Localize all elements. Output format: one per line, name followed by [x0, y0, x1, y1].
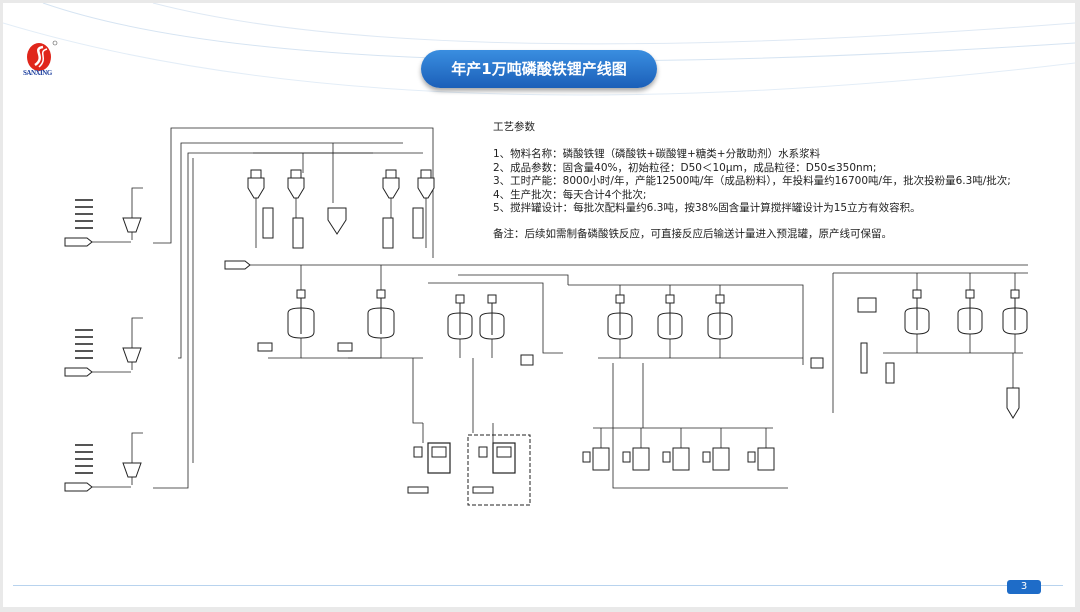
filter — [662, 451, 671, 463]
pipe — [612, 363, 788, 489]
motor — [455, 294, 465, 304]
feeding-station — [122, 462, 142, 478]
filter — [885, 362, 895, 384]
filter — [413, 446, 423, 458]
page-number: 3 — [1007, 580, 1041, 594]
filter — [478, 446, 488, 458]
sand-mill — [757, 447, 775, 471]
hopper — [287, 177, 305, 199]
cyclone — [412, 207, 424, 239]
heat-exchanger — [407, 486, 429, 494]
heat-exchanger — [472, 486, 494, 494]
filter — [702, 451, 711, 463]
hopper — [247, 177, 265, 199]
motor — [912, 289, 922, 299]
filter — [385, 169, 397, 179]
process-flow-diagram — [64, 127, 1028, 506]
pipe — [153, 152, 373, 489]
cyclone — [292, 217, 304, 249]
filter — [420, 169, 432, 179]
cyclone — [262, 207, 274, 239]
motor — [715, 294, 725, 304]
pipe — [131, 432, 143, 463]
filter — [520, 354, 534, 366]
hopper — [382, 177, 400, 199]
sand-mill — [592, 447, 610, 471]
pipe — [131, 187, 143, 218]
pipe — [268, 338, 302, 359]
filter — [290, 169, 302, 179]
pump — [337, 342, 353, 352]
param-item: 3、工时产能：8000小时/年，产能12500吨/年（成品粉料），年投料量约16… — [493, 175, 1011, 188]
inlet-tag — [64, 237, 93, 247]
footer-divider — [13, 585, 1063, 586]
param-item: 5、搅拌罐设计：每批次配料量约6.3吨，按38%固含量计算搅拌罐设计为15立方有… — [493, 202, 921, 215]
mill-chamber — [496, 446, 512, 458]
inlet-tag — [64, 482, 93, 492]
sand-mill — [672, 447, 690, 471]
feeding-station — [122, 217, 142, 233]
motor — [296, 289, 306, 299]
logo-text: SANXING — [23, 69, 52, 77]
motor — [487, 294, 497, 304]
param-item: 2、成品参数：固含量40%，初始粒径：D50＜10μm，成品粒径：D50≤350… — [493, 161, 877, 174]
param-item: 1、物料名称：磷酸铁锂（磷酸铁+碳酸锂+糖类+分散助剂）水系浆料 — [493, 148, 821, 161]
pipe — [412, 358, 423, 424]
hopper — [417, 177, 435, 199]
mill-chamber — [431, 446, 447, 458]
pipe — [568, 284, 804, 365]
pipe — [348, 338, 382, 359]
dust-collector — [327, 207, 347, 235]
inlet-tag — [64, 367, 93, 377]
motor — [665, 294, 675, 304]
pipe — [178, 142, 403, 359]
cyclone — [382, 217, 394, 249]
motor — [1010, 289, 1020, 299]
filter — [582, 451, 591, 463]
pump — [257, 342, 273, 352]
standby-box — [467, 434, 531, 506]
filter — [250, 169, 262, 179]
feeder — [857, 297, 877, 313]
gauge — [860, 342, 868, 374]
filter — [810, 357, 824, 369]
filter — [747, 451, 756, 463]
pipe — [428, 282, 563, 354]
param-item: 4、生产批次：每天合计4个批次; — [493, 188, 647, 201]
motor — [965, 289, 975, 299]
company-logo — [17, 39, 69, 85]
slide: SANXING 年产1万吨磷酸铁锂产线图 工艺参数 1、物料名称：磷酸铁锂（磷酸… — [3, 3, 1075, 607]
sand-mill — [492, 442, 516, 474]
param-note: 备注：后续如需制备磷酸铁反应，可直接反应后输送计量进入预混罐，原产线可保留。 — [493, 228, 892, 241]
motor — [615, 294, 625, 304]
pipe — [458, 274, 569, 285]
page-title: 年产1万吨磷酸铁锂产线图 — [421, 50, 657, 88]
product-tank — [1006, 387, 1020, 419]
filter — [622, 451, 631, 463]
motor — [376, 289, 386, 299]
sand-mill — [712, 447, 730, 471]
params-heading: 工艺参数 — [493, 121, 535, 133]
feeding-station — [122, 347, 142, 363]
pipe — [131, 317, 143, 348]
process-parameters: 工艺参数 1、物料名称：磷酸铁锂（磷酸铁+碳酸锂+糖类+分散助剂）水系浆料 2、… — [493, 121, 1011, 242]
sand-mill — [427, 442, 451, 474]
sand-mill — [632, 447, 650, 471]
pipe — [153, 127, 434, 258]
inlet-tag — [224, 260, 251, 270]
